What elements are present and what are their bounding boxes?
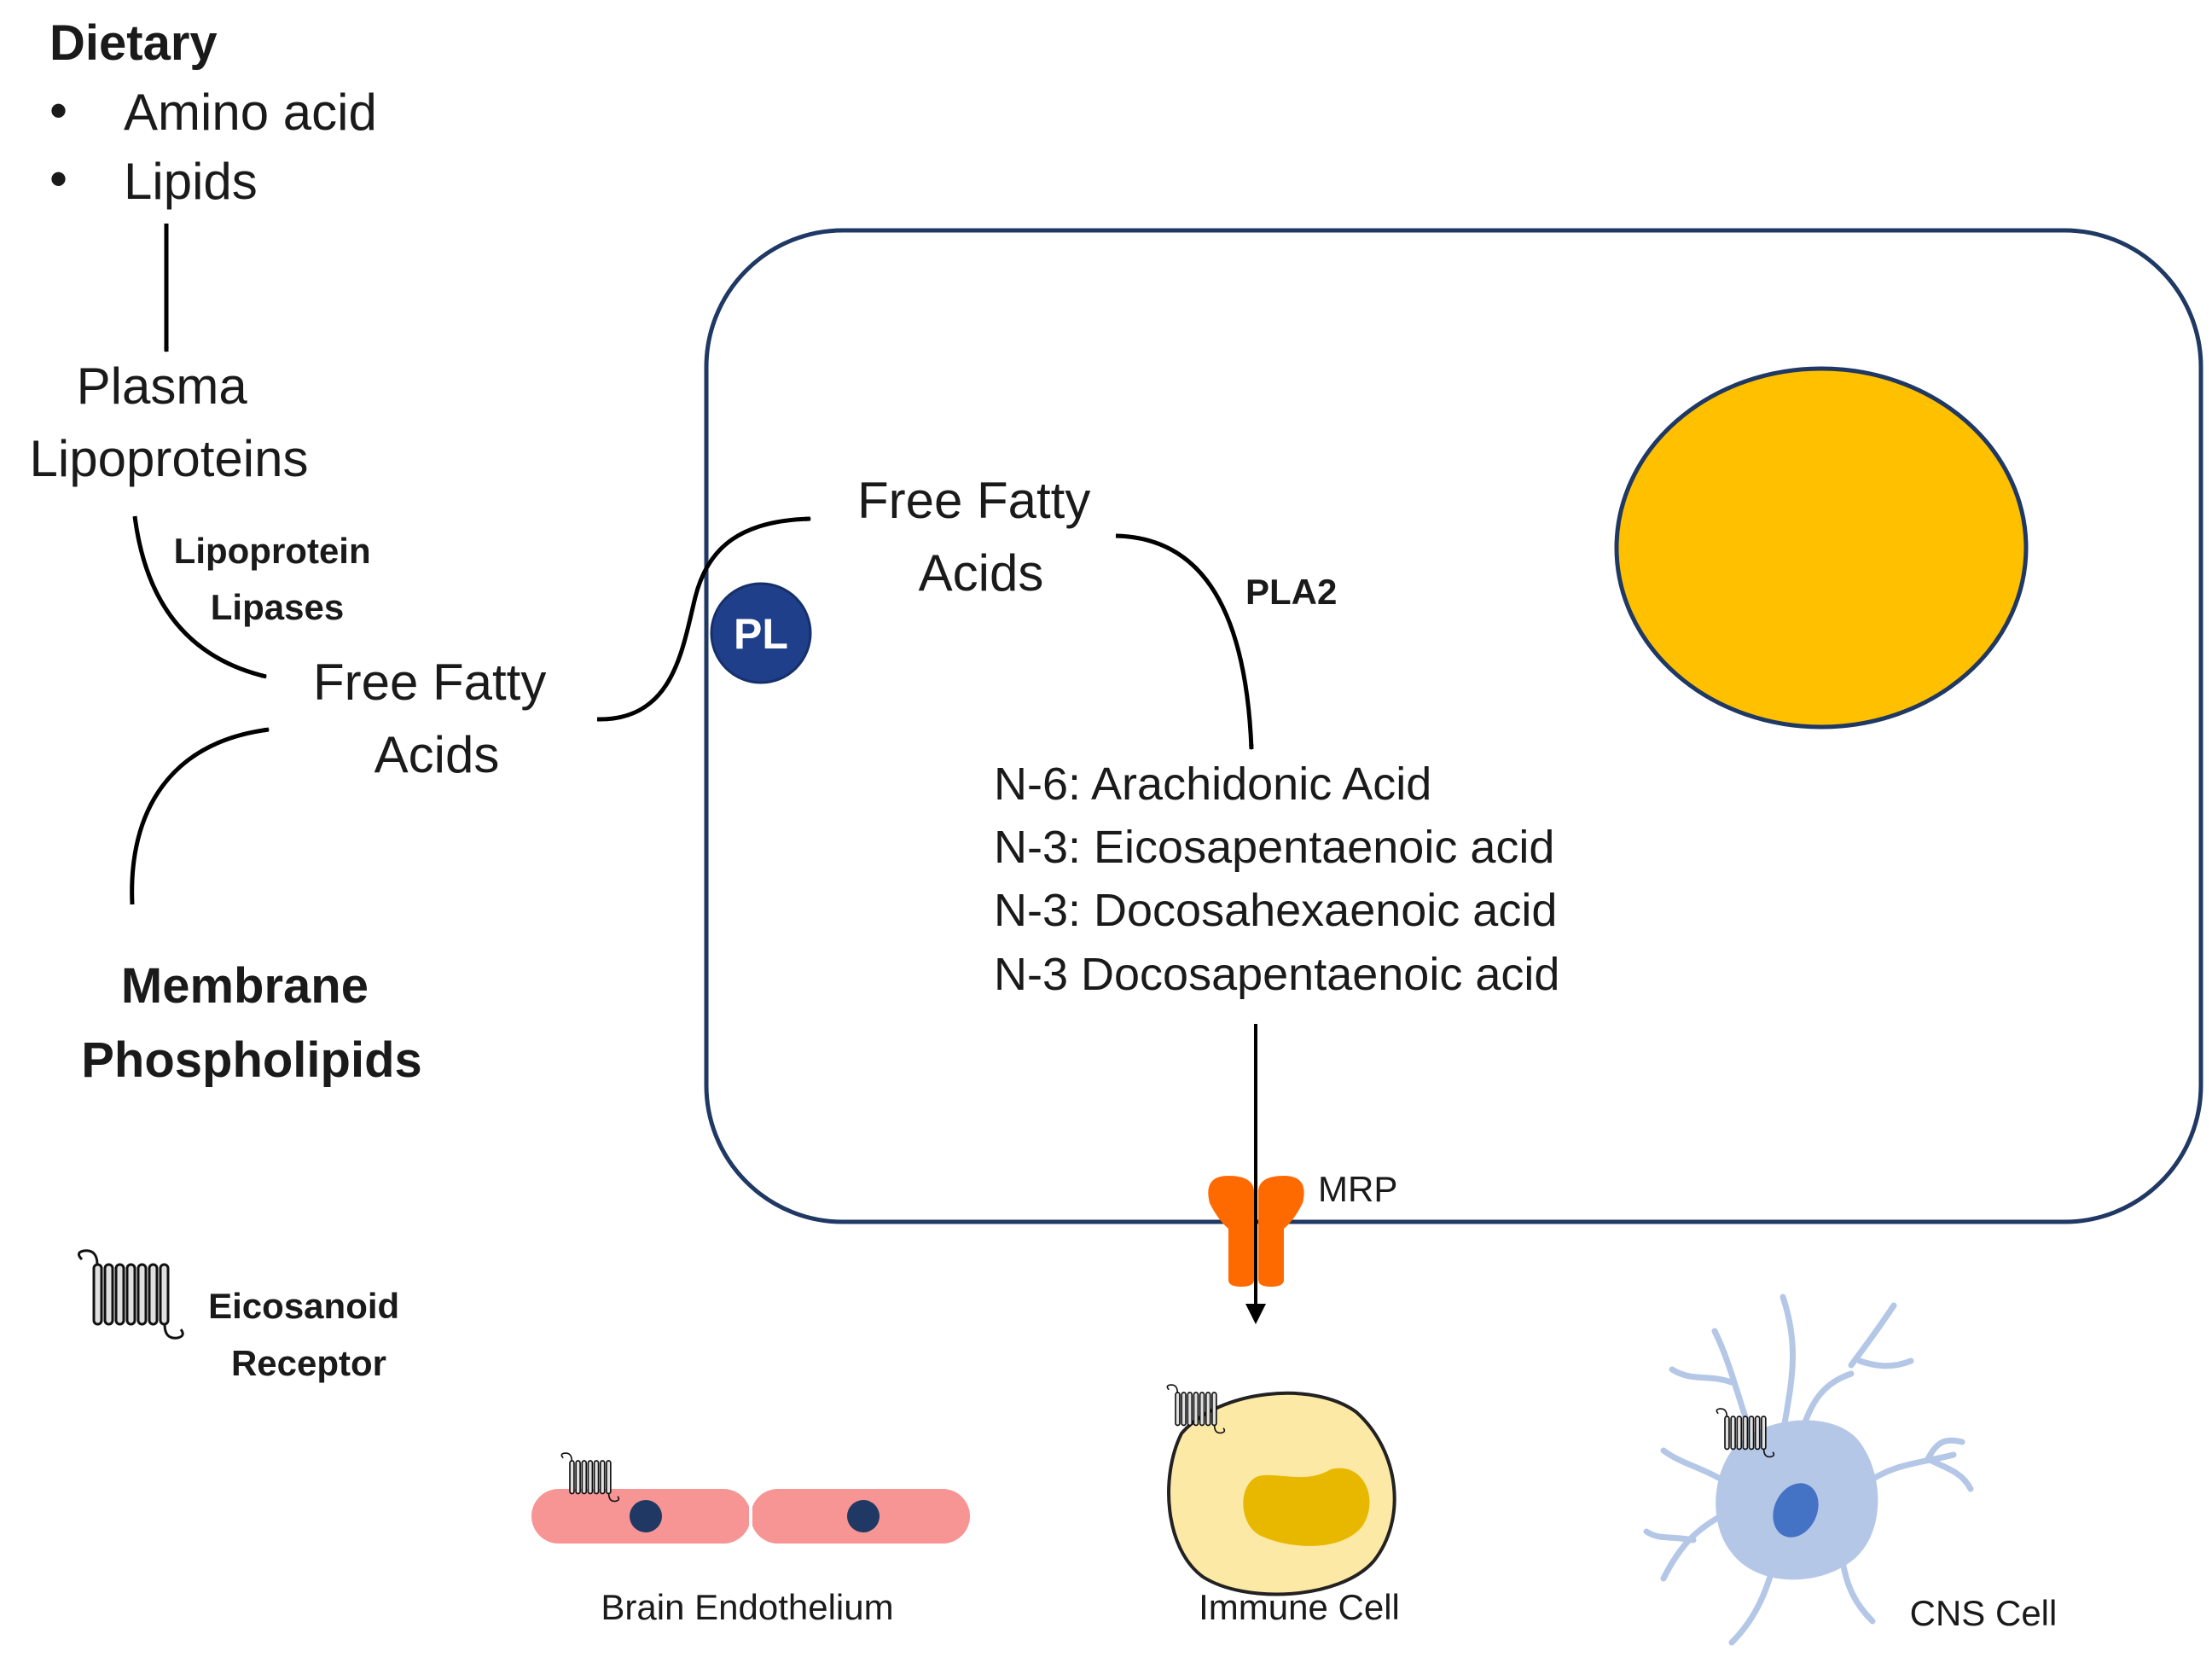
acids-list: N-6: Arachidonic Acid N-3: Eicosapentaen… [994,759,1559,1000]
arrow-membrane-to-ffa [130,727,269,905]
bullet: • [49,82,67,139]
free-fatty-acids-inner-label: Free Fatty Acids [857,472,1105,602]
arrow-ffa-into-cell [596,519,810,722]
pl-badge [711,584,810,683]
immune-cell-label: Immune Cell [1199,1587,1400,1627]
endothelial-nucleus [630,1500,662,1532]
arrow-plasma-to-ffa [132,515,266,679]
mrp-right-lobe [1258,1176,1304,1287]
acid-item: N-6: Arachidonic Acid [994,759,1431,810]
lipoprotein-lipases-label: Lipoprotein Lipases [174,531,381,627]
acid-item: N-3: Eicosapentaenoic acid [994,822,1554,873]
acid-item: N-3: Docosahexaenoic acid [994,885,1557,936]
acid-item: N-3 Docosapentaenoic acid [994,949,1559,1000]
cns-cell-nucleus [1773,1483,1819,1538]
dietary-item-lipids: Lipids [124,153,258,210]
mrp-label: MRP [1318,1169,1397,1209]
free-fatty-acids-outer-label: Free Fatty Acids [313,654,560,783]
mrp-transporter [1208,1176,1304,1287]
immune-cell-nucleus [1243,1468,1370,1546]
dietary-item-amino-acid: Amino acid [124,84,377,141]
bullet: • [49,150,67,207]
dietary-block: Dietary • Amino acid • Lipids [49,15,377,210]
cell-membrane [704,228,2203,1224]
pl-transporter: PL [710,582,812,684]
arrow-ffa-to-acids [1115,533,1251,749]
membrane-phospholipids-label: Membrane Phospholipids [81,958,422,1088]
endothelial-nucleus [847,1500,880,1532]
mrp-left-lobe [1208,1176,1254,1287]
cns-cell-label: CNS Cell [1910,1593,2058,1633]
pl-badge-label: PL [734,610,788,658]
dietary-heading: Dietary [49,15,218,71]
plasma-lipoproteins-label: Plasma Lipoproteins [30,358,309,487]
brain-endothelium [531,1452,970,1544]
immune-cell [1166,1384,1396,1596]
pla2-label: PLA2 [1245,572,1337,612]
eicosanoid-receptor-icon [77,1249,184,1340]
nucleus [1614,366,2029,730]
brain-endothelium-label: Brain Endothelium [601,1587,893,1627]
legend-label: Eicosanoid Receptor [208,1286,409,1383]
